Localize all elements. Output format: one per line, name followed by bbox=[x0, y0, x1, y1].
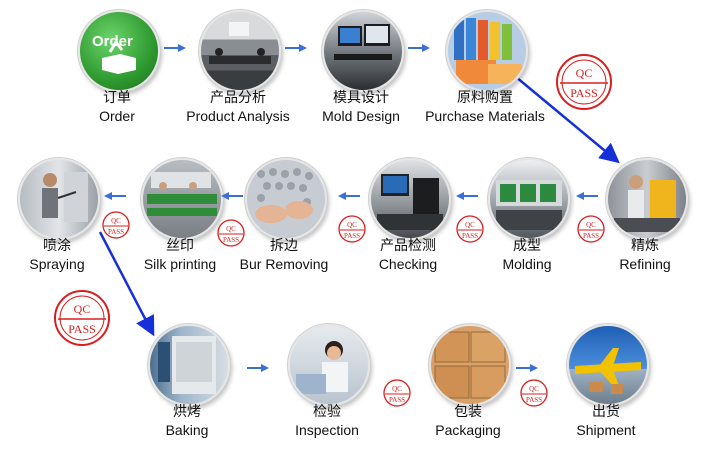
svg-text:QC: QC bbox=[465, 221, 475, 229]
svg-text:QC: QC bbox=[586, 221, 596, 229]
cardboard-boxes-photo bbox=[429, 324, 511, 406]
step-label-cn: 产品检测 bbox=[380, 238, 436, 254]
qc-pass-stamp: QC PASS bbox=[54, 290, 110, 346]
step-label-cn: 检验 bbox=[313, 404, 341, 420]
step-label-en: Packaging bbox=[435, 422, 501, 438]
step-label-en: Purchase Materials bbox=[425, 108, 545, 124]
svg-text:QC: QC bbox=[347, 221, 357, 229]
spraying-worker-photo bbox=[18, 158, 100, 240]
svg-text:PASS: PASS bbox=[570, 86, 598, 100]
color-material-sheets-photo bbox=[446, 10, 528, 92]
svg-text:PASS: PASS bbox=[583, 232, 599, 240]
svg-text:QC: QC bbox=[111, 217, 121, 225]
svg-text:QC: QC bbox=[392, 385, 402, 393]
svg-text:PASS: PASS bbox=[108, 228, 124, 236]
flow-arrow-left bbox=[338, 192, 360, 200]
flow-arrow-left bbox=[104, 192, 126, 200]
step-label-en: Mold Design bbox=[322, 108, 400, 124]
computer-workstation-photo bbox=[322, 10, 404, 92]
flow-arrow-left bbox=[576, 192, 598, 200]
svg-text:QC: QC bbox=[74, 302, 91, 316]
long-flow-arrow-to-baking bbox=[98, 231, 155, 337]
svg-text:PASS: PASS bbox=[526, 396, 542, 404]
flow-arrow-right bbox=[408, 44, 430, 52]
step-label-cn: 产品分析 bbox=[210, 90, 266, 106]
svg-text:PASS: PASS bbox=[68, 322, 96, 336]
flow-arrow-right bbox=[247, 364, 269, 372]
svg-text:QC: QC bbox=[226, 225, 236, 233]
step-label-cn: 订单 bbox=[103, 90, 131, 106]
flow-arrow-left bbox=[221, 192, 243, 200]
svg-text:PASS: PASS bbox=[389, 396, 405, 404]
svg-text:PASS: PASS bbox=[462, 232, 478, 240]
qc-pass-stamp-small: QC PASS bbox=[520, 379, 548, 407]
step-label-en: Checking bbox=[378, 256, 438, 272]
step-label-cn: 喷涂 bbox=[43, 238, 71, 254]
step-label-en: Order bbox=[99, 108, 135, 124]
qc-pass-stamp: QC PASS bbox=[556, 54, 612, 110]
step-label-cn: 出货 bbox=[592, 404, 620, 420]
qc-pass-stamp-small: QC PASS bbox=[383, 379, 411, 407]
step-label-cn: 包装 bbox=[454, 404, 482, 420]
qc-pass-stamp-small: QC PASS bbox=[456, 215, 484, 243]
cargo-airplane-photo bbox=[567, 324, 649, 406]
step-label-cn: 拆边 bbox=[270, 238, 298, 254]
step-label-en: Molding bbox=[502, 256, 552, 272]
flow-arrow-right bbox=[285, 44, 307, 52]
step-label-en: Refining bbox=[619, 256, 671, 272]
qc-pass-stamp-small: QC PASS bbox=[217, 219, 245, 247]
step-label-en: Baking bbox=[165, 422, 209, 438]
step-label-en: Shipment bbox=[576, 422, 636, 438]
inspection-worker-photo bbox=[288, 324, 370, 406]
step-label-en: Silk printing bbox=[143, 256, 217, 272]
step-label-en: Inspection bbox=[295, 422, 359, 438]
step-label-en: Spraying bbox=[29, 256, 85, 272]
svg-text:QC: QC bbox=[576, 66, 593, 80]
flow-arrow-right bbox=[516, 364, 538, 372]
order-key-icon: Order bbox=[78, 10, 160, 92]
step-label-cn: 精炼 bbox=[631, 238, 659, 254]
svg-text:QC: QC bbox=[529, 385, 539, 393]
molding-machine-photo bbox=[488, 158, 570, 240]
step-label-cn: 原料购置 bbox=[457, 90, 513, 106]
step-label-cn: 成型 bbox=[513, 238, 541, 254]
flow-arrow-left bbox=[456, 192, 478, 200]
baking-oven-photo bbox=[148, 324, 230, 406]
step-label-en: Bur Removing bbox=[239, 256, 329, 272]
silk-printing-line-photo bbox=[141, 158, 223, 240]
qc-pass-stamp-small: QC PASS bbox=[338, 215, 366, 243]
flow-arrow-right bbox=[164, 44, 186, 52]
step-label-cn: 丝印 bbox=[166, 238, 194, 254]
svg-text:PASS: PASS bbox=[223, 236, 239, 244]
refining-worker-photo bbox=[606, 158, 688, 240]
long-flow-arrow-to-refining bbox=[509, 71, 620, 164]
step-label-cn: 烘烤 bbox=[173, 404, 201, 420]
qc-pass-stamp-small: QC PASS bbox=[102, 211, 130, 239]
order-key-label: Order bbox=[92, 33, 133, 50]
qc-pass-stamp-small: QC PASS bbox=[577, 215, 605, 243]
step-label-en: Product Analysis bbox=[186, 108, 290, 124]
step-label-cn: 模具设计 bbox=[333, 90, 389, 106]
meeting-room-photo bbox=[199, 10, 281, 92]
bur-removing-hands-photo bbox=[245, 158, 327, 240]
svg-text:PASS: PASS bbox=[344, 232, 360, 240]
measuring-instrument-photo bbox=[369, 158, 451, 240]
